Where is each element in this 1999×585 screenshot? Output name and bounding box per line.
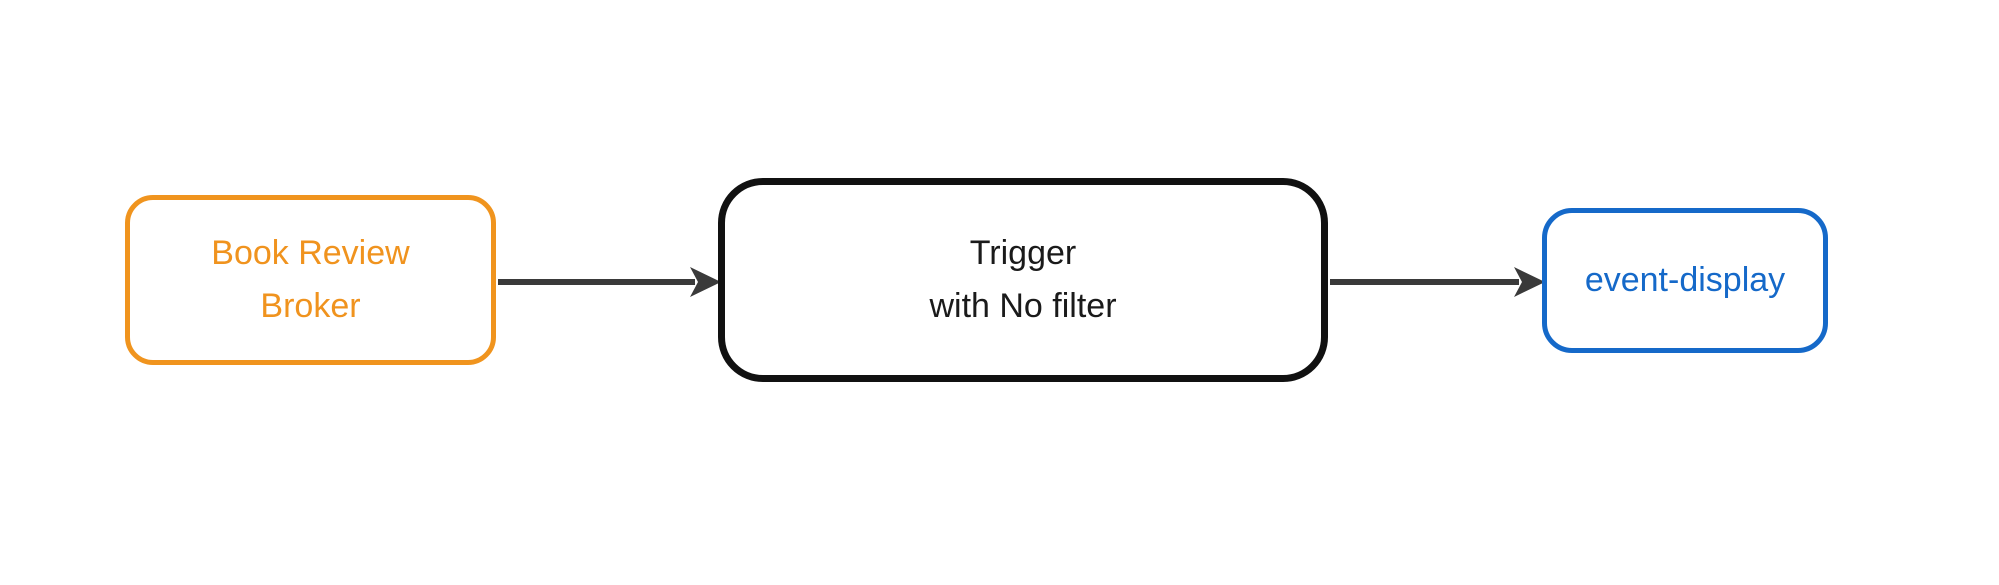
label-line: Book Review xyxy=(211,234,410,273)
label-line: event-display xyxy=(1584,261,1786,300)
node-book-review-broker-label: Book Review Broker xyxy=(211,227,409,332)
edge-broker-to-trigger xyxy=(498,267,721,297)
label-line: Trigger xyxy=(969,234,1077,273)
node-trigger-with-no-filter: Trigger with No filter xyxy=(718,178,1328,382)
label-line: Broker xyxy=(260,287,361,325)
node-trigger-label: Trigger with No filter xyxy=(929,227,1116,332)
node-event-display: event-display xyxy=(1542,208,1828,353)
arrowhead-right-icon xyxy=(1514,267,1545,297)
label-line: with No filter xyxy=(929,287,1117,325)
arrowhead-right-icon xyxy=(690,267,721,297)
node-event-display-label: event-display xyxy=(1585,254,1785,307)
edge-trigger-to-event-display xyxy=(1330,267,1545,297)
node-book-review-broker: Book Review Broker xyxy=(125,195,496,365)
